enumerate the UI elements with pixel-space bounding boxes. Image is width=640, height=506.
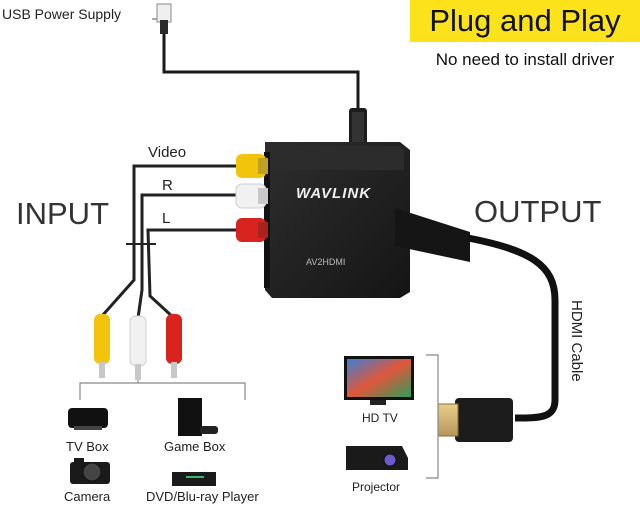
- video-cable-label: Video: [148, 144, 187, 161]
- rca-plug-video: [236, 154, 268, 178]
- rca-end-yellow: [94, 314, 110, 378]
- rca-end-red: [166, 314, 182, 378]
- hd-tv-icon: [344, 356, 414, 405]
- converter-device: [264, 142, 410, 298]
- game-box-label: Game Box: [164, 439, 226, 454]
- rca-end-white: [129, 315, 147, 380]
- camera-icon: [70, 458, 110, 484]
- projector-icon: [346, 446, 408, 470]
- driver-note: No need to install driver: [435, 50, 615, 69]
- rca-wires: [100, 164, 238, 320]
- device-brand: WAVLINK: [296, 185, 372, 202]
- dvd-player-icon: [172, 472, 216, 486]
- output-label: OUTPUT: [474, 194, 602, 229]
- right-audio-label: R: [162, 177, 173, 194]
- rca-plug-right: [235, 183, 268, 209]
- device-model: AV2HDMI: [306, 257, 346, 267]
- camera-label: Camera: [64, 489, 111, 504]
- usb-power-supply-label: USB Power Supply: [2, 6, 122, 22]
- dvd-player-label: DVD/Blu-ray Player: [146, 489, 259, 504]
- plug-and-play-title: Plug and Play: [429, 3, 621, 38]
- left-audio-label: L: [162, 210, 171, 227]
- usb-power-cable: [152, 3, 367, 160]
- hdmi-cable-label: HDMI Cable: [568, 300, 585, 382]
- hdmi-cable: [395, 208, 559, 442]
- output-bracket: [426, 354, 439, 479]
- plug-and-play-banner: Plug and Play: [410, 0, 640, 42]
- hd-tv-label: HD TV: [362, 411, 398, 425]
- tv-box-icon: [68, 408, 108, 430]
- rca-plug-left: [236, 218, 268, 242]
- input-label: INPUT: [16, 196, 109, 231]
- source-bracket: [79, 382, 246, 400]
- tv-box-label: TV Box: [66, 439, 109, 454]
- projector-label: Projector: [352, 480, 401, 494]
- game-console-icon: [178, 398, 218, 436]
